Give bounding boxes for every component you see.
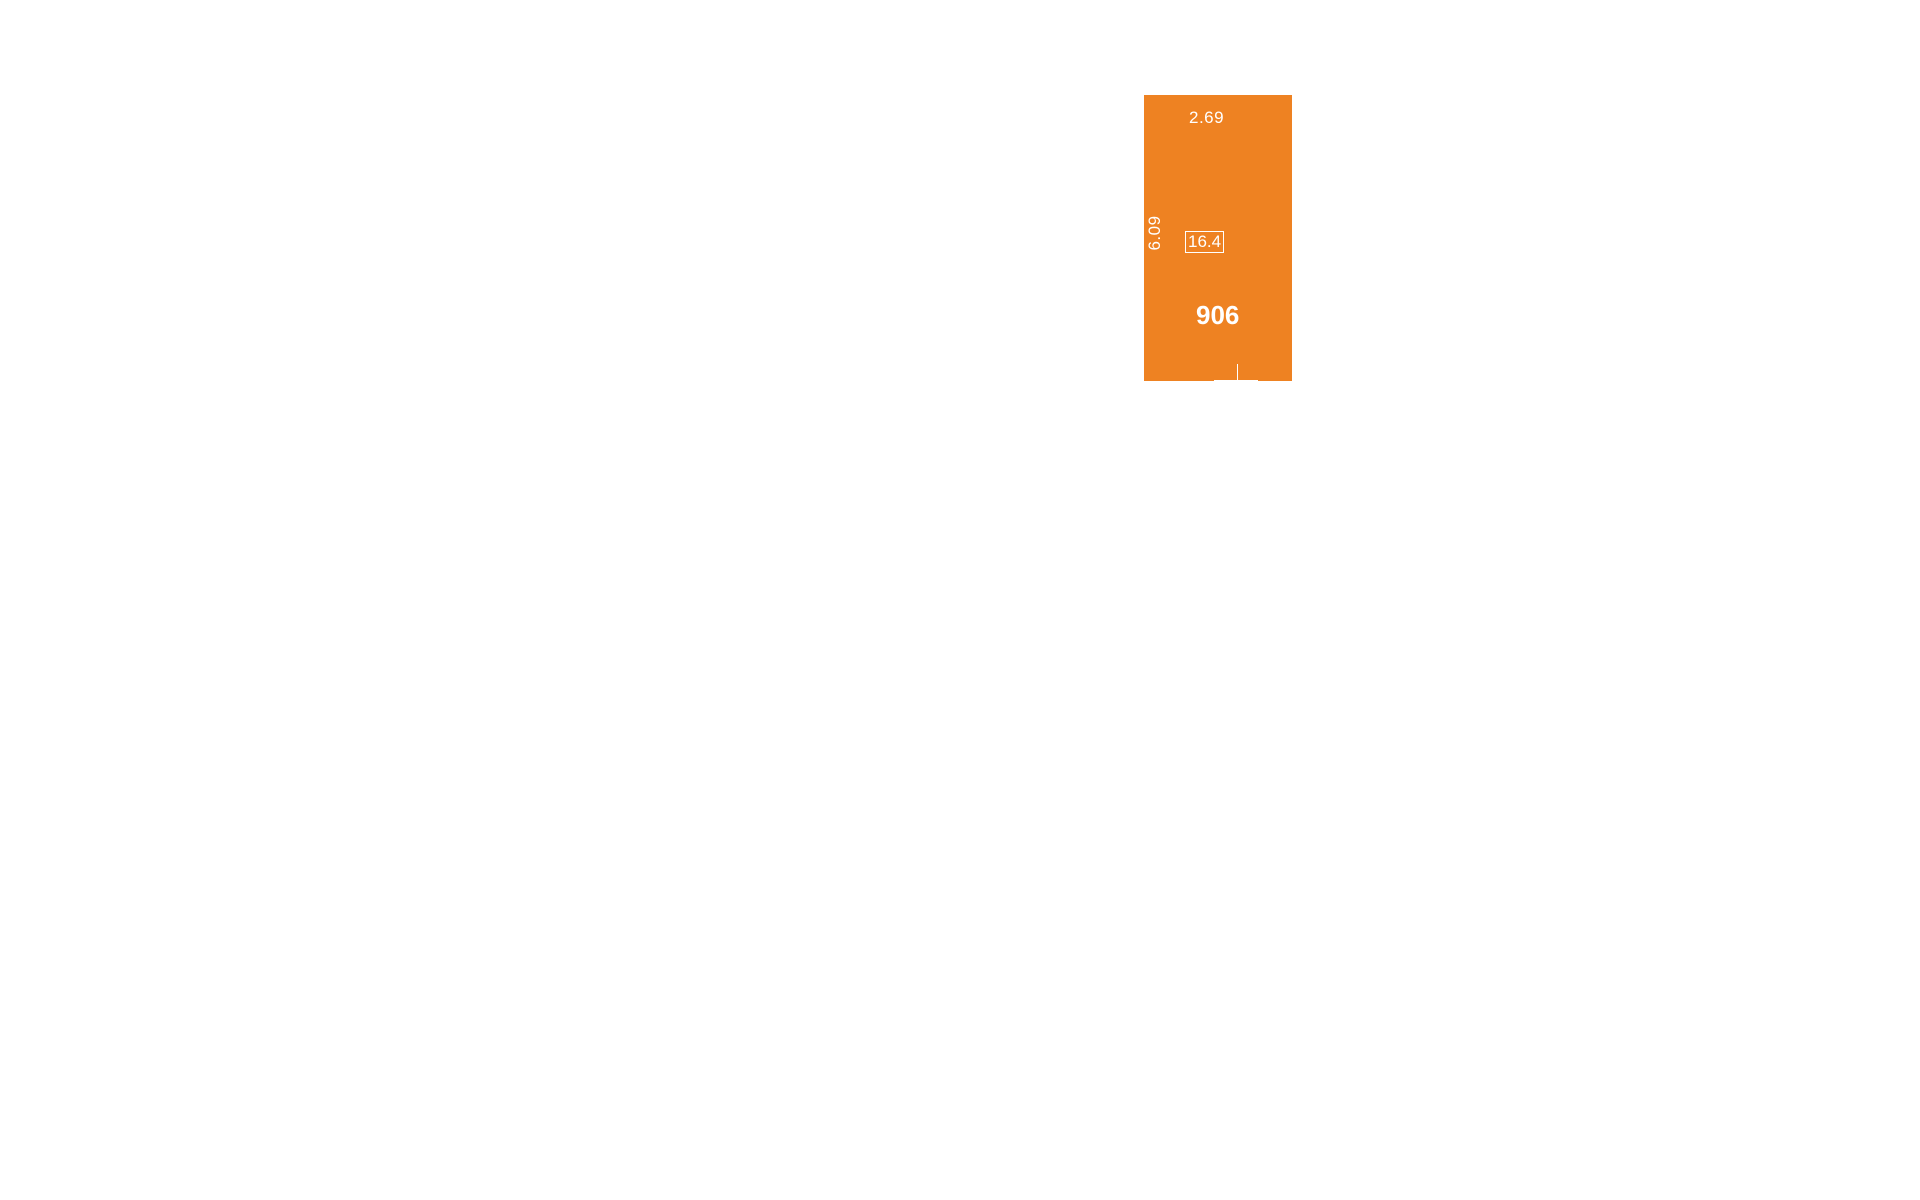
unit-906-plot[interactable]: 2.69 6.09 16.4 906 <box>1144 95 1292 383</box>
width-dimension-label: 2.69 <box>1189 108 1225 127</box>
unit-number-label: 906 <box>1196 300 1240 330</box>
area-label: 16.4 <box>1185 231 1225 253</box>
door-marker <box>1237 364 1238 381</box>
door-opening <box>1214 380 1258 383</box>
depth-dimension-label: 6.09 <box>1145 215 1164 251</box>
unit-fill <box>1144 95 1292 381</box>
